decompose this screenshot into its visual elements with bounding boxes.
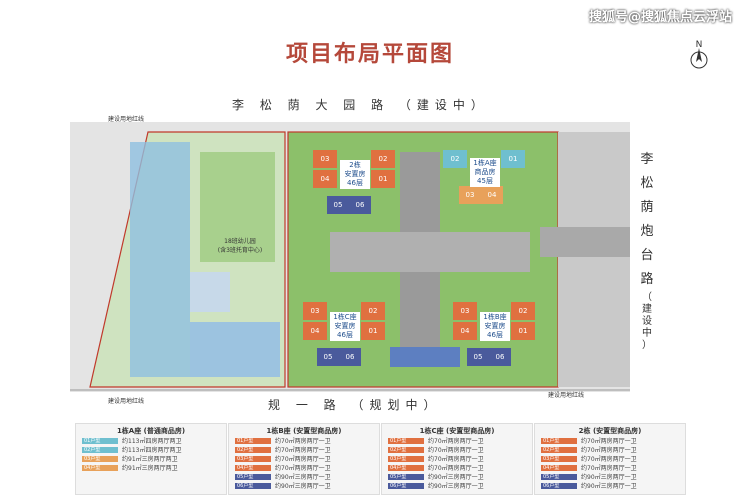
road-right-label: 李 松 荫 炮 台 路 （ 建 设 中 ） (640, 152, 654, 351)
legend-row: 03户型约70㎡两房两厅一卫 (235, 455, 331, 463)
legend-row: 05户型约90㎡三房两厅一卫 (235, 473, 331, 481)
redline-label-right: 建设用地红线 (548, 392, 585, 399)
legend-row: 03户型约91㎡三房两厅两卫 (82, 455, 178, 463)
legend-row: 04户型约70㎡两房两厅一卫 (388, 464, 484, 472)
legend-swatch: 05户型 (235, 473, 271, 480)
legend-row: 06户型约90㎡三房两厅一卫 (388, 482, 484, 490)
legend-swatch: 02户型 (82, 446, 118, 453)
legend-row: 02户型约70㎡两房两厅一卫 (541, 446, 637, 454)
legend-swatch: 06户型 (541, 482, 577, 489)
unit-03: 03 (313, 150, 337, 168)
unit-02: 02 (511, 302, 535, 320)
unit-04: 04 (313, 170, 337, 188)
legend-swatch: 04户型 (541, 464, 577, 471)
legend-swatch: 01户型 (541, 437, 577, 444)
road-top-label: 李 松 荫 大 园 路 （建设中） (232, 98, 489, 112)
unit-06: 06 (339, 348, 361, 366)
building-1c-tag: 1栋C座 安置房 46层 (330, 312, 360, 341)
legend-1a: 1栋A座 (普通商品房) 01户型约113㎡四房两厅两卫 02户型约113㎡四房… (75, 423, 227, 495)
unit-05: 05 (467, 348, 489, 366)
unit-03: 03 (459, 186, 481, 204)
legend-2: 2栋 (安置型商品房) 01户型约70㎡两房两厅一卫 02户型约70㎡两房两厅一… (534, 423, 686, 495)
legend-row: 02户型约113㎡四房两厅两卫 (82, 446, 182, 454)
unit-04: 04 (453, 322, 477, 340)
redline-label-top: 建设用地红线 (108, 116, 145, 123)
legend-swatch: 01户型 (388, 437, 424, 444)
legend-swatch: 05户型 (541, 473, 577, 480)
building-1b-tag: 1栋B座 安置房 46层 (480, 312, 510, 341)
legend-row: 02户型约70㎡两房两厅一卫 (388, 446, 484, 454)
legend-swatch: 03户型 (82, 455, 118, 462)
legend-row: 01户型约70㎡两房两厅一卫 (235, 437, 331, 445)
unit-02: 02 (443, 150, 467, 168)
legend-swatch: 05户型 (388, 473, 424, 480)
legend-row: 03户型约70㎡两房两厅一卫 (541, 455, 637, 463)
legend-row: 01户型约70㎡两房两厅一卫 (541, 437, 637, 445)
unit-06: 06 (349, 196, 371, 214)
legend-row: 04户型约70㎡两房两厅一卫 (541, 464, 637, 472)
legend-swatch: 01户型 (82, 437, 118, 444)
legend-swatch: 02户型 (235, 446, 271, 453)
building-1a-tag: 1栋A座 商品房 45层 (470, 158, 500, 187)
legend-row: 06户型约90㎡三房两厅一卫 (235, 482, 331, 490)
unit-02: 02 (361, 302, 385, 320)
building-2-tag: 2栋 安置房 46层 (340, 160, 370, 189)
unit-05: 05 (317, 348, 339, 366)
legend-swatch: 04户型 (388, 464, 424, 471)
building-1c: 03 02 04 01 05 06 1栋C座 安置房 46层 (303, 302, 385, 366)
legend-swatch: 06户型 (388, 482, 424, 489)
north-label: N (695, 40, 703, 50)
unit-03: 03 (453, 302, 477, 320)
legend-swatch: 04户型 (82, 464, 118, 471)
legend-swatch: 06户型 (235, 482, 271, 489)
legend-row: 04户型约91㎡三房两厅两卫 (82, 464, 178, 472)
legend-row: 06户型约90㎡三房两厅一卫 (541, 482, 637, 490)
building-2: 03 02 04 01 05 06 2栋 安置房 46层 (313, 150, 395, 214)
legend-row: 03户型约70㎡两房两厅一卫 (388, 455, 484, 463)
redline-label-left: 建设用地红线 (108, 398, 145, 405)
building-1b: 03 02 04 01 05 06 1栋B座 安置房 46层 (453, 302, 535, 366)
unit-01: 01 (511, 322, 535, 340)
legend-row: 01户型约113㎡四房两厅两卫 (82, 437, 182, 445)
building-1a: 02 01 03 04 1栋A座 商品房 45层 (443, 150, 525, 204)
legend-swatch: 02户型 (541, 446, 577, 453)
north-arrow-icon: N (686, 40, 712, 73)
unit-06: 06 (489, 348, 511, 366)
legend-1c: 1栋C座 (安置型商品房) 01户型约70㎡两房两厅一卫 02户型约70㎡两房两… (381, 423, 533, 495)
unit-04: 04 (303, 322, 327, 340)
kindergarten-label: 18班幼儿园 (含3班托育中心) (217, 238, 263, 254)
legend-swatch: 04户型 (235, 464, 271, 471)
legend-swatch: 02户型 (388, 446, 424, 453)
legend-row: 02户型约70㎡两房两厅一卫 (235, 446, 331, 454)
unit-01: 01 (501, 150, 525, 168)
unit-01: 01 (371, 170, 395, 188)
unit-02: 02 (371, 150, 395, 168)
unit-05: 05 (327, 196, 349, 214)
legend-swatch: 03户型 (388, 455, 424, 462)
legend-swatch: 03户型 (541, 455, 577, 462)
road-bottom-label: 规 一 路 （规划中） (268, 398, 442, 412)
legend-row: 05户型约90㎡三房两厅一卫 (541, 473, 637, 481)
page-title: 项目布局平面图 (285, 42, 454, 67)
legend-row: 05户型约90㎡三房两厅一卫 (388, 473, 484, 481)
legend-1b: 1栋B座 (安置型商品房) 01户型约70㎡两房两厅一卫 02户型约70㎡两房两… (228, 423, 380, 495)
legend-row: 01户型约70㎡两房两厅一卫 (388, 437, 484, 445)
legend-swatch: 01户型 (235, 437, 271, 444)
legend-swatch: 03户型 (235, 455, 271, 462)
watermark-text: 搜狐号@搜狐焦点云浮站 (588, 10, 732, 25)
unit-03: 03 (303, 302, 327, 320)
unit-04: 04 (481, 186, 503, 204)
legend-row: 04户型约70㎡两房两厅一卫 (235, 464, 331, 472)
unit-01: 01 (361, 322, 385, 340)
